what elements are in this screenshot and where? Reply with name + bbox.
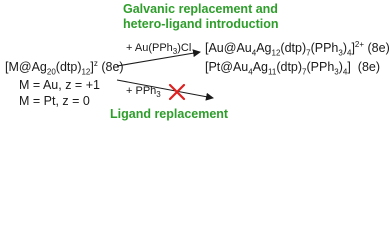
reagent-lower: + PPh3 (126, 85, 161, 100)
starting-complex: [M@Ag20(dtp)12]z (8e) (5, 58, 124, 77)
red-x-icon (168, 83, 186, 101)
reaction-arrows (116, 49, 214, 101)
arrow-upper (116, 49, 201, 67)
product-au: [Au@Au4Ag12(dtp)7(PPh3)4]2+ (8e) (205, 39, 390, 58)
product-pt: [Pt@Au4Ag11(dtp)7(PPh3)4] (8e) (205, 60, 381, 77)
reagent-upper: + Au(PPh3)Cl (126, 42, 192, 57)
arrow-lower (116, 79, 214, 101)
lower-title: Ligand replacement (110, 107, 229, 121)
upper-title-line2: hetero-ligand introduction (123, 17, 279, 31)
upper-title-line1: Galvanic replacement and (123, 2, 278, 16)
condition-pt: M = Pt, z = 0 (19, 94, 90, 108)
condition-au: M = Au, z = +1 (19, 78, 100, 92)
